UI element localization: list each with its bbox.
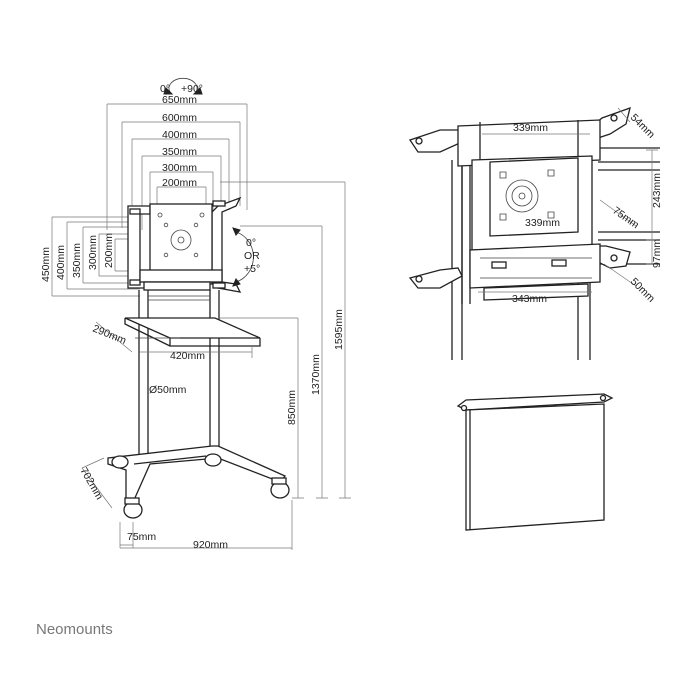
rotation-indicator: 0° +90° [160, 77, 203, 95]
height-450-label: 450mm [40, 247, 52, 282]
height-1595-label: 1595mm [333, 309, 345, 350]
height-850-label: 850mm [286, 390, 298, 425]
height-350-label: 350mm [71, 243, 83, 278]
pole-diameter-label: Ø50mm [149, 384, 187, 396]
shelf-depth-label: 290mm [91, 323, 128, 347]
height-400-label: 400mm [55, 245, 67, 280]
bracket-width-339-mid-label: 339mm [525, 217, 560, 229]
tilt-indicator: 0° OR +5° [232, 227, 260, 287]
base-width-label: 920mm [193, 539, 228, 551]
wheel-offset-label: 75mm [127, 531, 156, 543]
media-shelf [124, 317, 261, 347]
rear-panel-accessory [456, 393, 614, 531]
height-dimensions: 850mm 1370mm 1595mm [218, 181, 351, 499]
stand-base [107, 445, 290, 519]
tilt-or-label: OR [244, 250, 260, 262]
base-depth-label: 702mm [77, 466, 105, 503]
stand-poles [138, 290, 220, 462]
width-300-label: 300mm [162, 162, 197, 174]
width-400-label: 400mm [162, 129, 197, 141]
bracket-detail [408, 106, 660, 360]
width-600-label: 600mm [162, 112, 197, 124]
bracket-50-label: 50mm [628, 276, 657, 305]
vesa-height-dimensions: 450mm 400mm 350mm 300mm 200mm [40, 216, 140, 297]
bracket-width-343-label: 343mm [512, 293, 547, 305]
shelf-width-label: 420mm [170, 350, 205, 362]
bracket-54-label: 54mm [628, 112, 657, 141]
bracket-97-label: 97mm [651, 239, 663, 268]
bracket-243-label: 243mm [651, 173, 663, 208]
height-1370-label: 1370mm [310, 354, 322, 395]
tilt-0-label: 0° [246, 237, 256, 249]
width-200-label: 200mm [162, 177, 197, 189]
bracket-width-339-top-label: 339mm [513, 122, 548, 134]
bracket-75-label: 75mm [610, 205, 641, 232]
vesa-mount-plate [127, 196, 242, 293]
brand-logo-text: Neomounts [36, 621, 113, 638]
tilt-5-label: +5° [244, 263, 260, 275]
rotate-0-label: 0° [160, 83, 170, 95]
rotate-90-label: +90° [181, 83, 203, 95]
height-200-label: 200mm [103, 233, 115, 268]
width-650-label: 650mm [162, 94, 197, 106]
width-350-label: 350mm [162, 146, 197, 158]
height-300-label: 300mm [87, 235, 99, 270]
